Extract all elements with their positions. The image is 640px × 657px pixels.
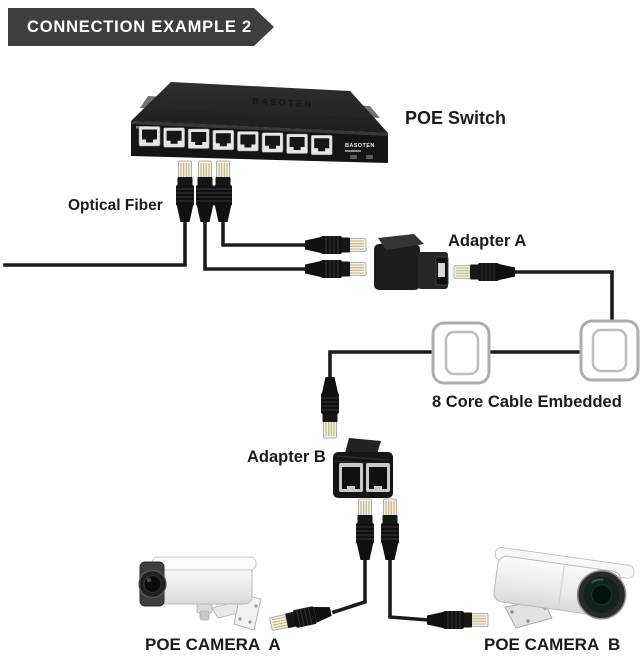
rj45-connector-camera-b bbox=[426, 610, 489, 630]
poe-camera-b bbox=[493, 547, 635, 629]
rj45-connector-switch-3 bbox=[213, 160, 233, 223]
rj45-connector-adapter-b-in bbox=[320, 376, 340, 439]
rj45-connector-adapter-b-out-2 bbox=[380, 498, 400, 561]
rj45-connector-adapter-a-in-2 bbox=[304, 259, 367, 279]
cable-adapter-b-to-camera-b bbox=[388, 556, 430, 622]
switch-port-row bbox=[138, 126, 333, 156]
cable-adapter-b-to-camera-a bbox=[331, 556, 367, 615]
adapter-a bbox=[374, 234, 449, 290]
label-poe-camera-b: POE CAMERA B bbox=[484, 635, 621, 654]
cable-adapter-a-to-wallbox bbox=[513, 270, 614, 326]
poe-switch: BASOTEN bbox=[131, 82, 388, 163]
switch-port bbox=[237, 131, 259, 152]
wallbox-right bbox=[579, 319, 640, 382]
cable-switch-to-adapter-a-2 bbox=[203, 220, 309, 271]
cable-switch-left-exit bbox=[3, 220, 187, 267]
switch-port bbox=[138, 126, 161, 147]
switch-brand: BASOTEN bbox=[345, 143, 375, 149]
label-adapter-b: Adapter B bbox=[247, 448, 326, 466]
label-optical-fiber: Optical Fiber bbox=[68, 197, 163, 214]
cable-switch-to-adapter-a-1 bbox=[221, 220, 309, 247]
rj45-connector-adapter-a-out bbox=[453, 262, 516, 282]
switch-port bbox=[286, 133, 308, 154]
switch-top-logo: BASOTEN bbox=[252, 96, 314, 109]
title-banner-text: CONNECTION EXAMPLE 2 bbox=[27, 18, 253, 36]
cable-wallbox-to-adapter-b bbox=[328, 350, 437, 381]
wallbox-left bbox=[431, 321, 491, 385]
adapter-b bbox=[333, 438, 393, 498]
rj45-connector-adapter-a-in-1 bbox=[304, 235, 367, 255]
switch-port bbox=[187, 128, 210, 149]
rj45-connector-switch-1 bbox=[175, 160, 195, 223]
poe-camera-a bbox=[138, 556, 262, 631]
switch-port bbox=[310, 134, 333, 156]
rj45-connector-camera-a bbox=[268, 602, 334, 634]
rj45-connector-switch-2 bbox=[195, 160, 215, 223]
label-poe-switch: POE Switch bbox=[405, 108, 507, 128]
label-adapter-a: Adapter A bbox=[448, 232, 527, 250]
rj45-connector-adapter-b-out-1 bbox=[355, 498, 375, 561]
title-banner: CONNECTION EXAMPLE 2 bbox=[8, 8, 274, 46]
switch-port bbox=[261, 132, 284, 153]
switch-port bbox=[163, 127, 185, 148]
label-8-core-cable: 8 Core Cable Embedded bbox=[432, 393, 622, 411]
label-poe-camera-a: POE CAMERA A bbox=[145, 635, 281, 654]
switch-port bbox=[212, 129, 235, 151]
